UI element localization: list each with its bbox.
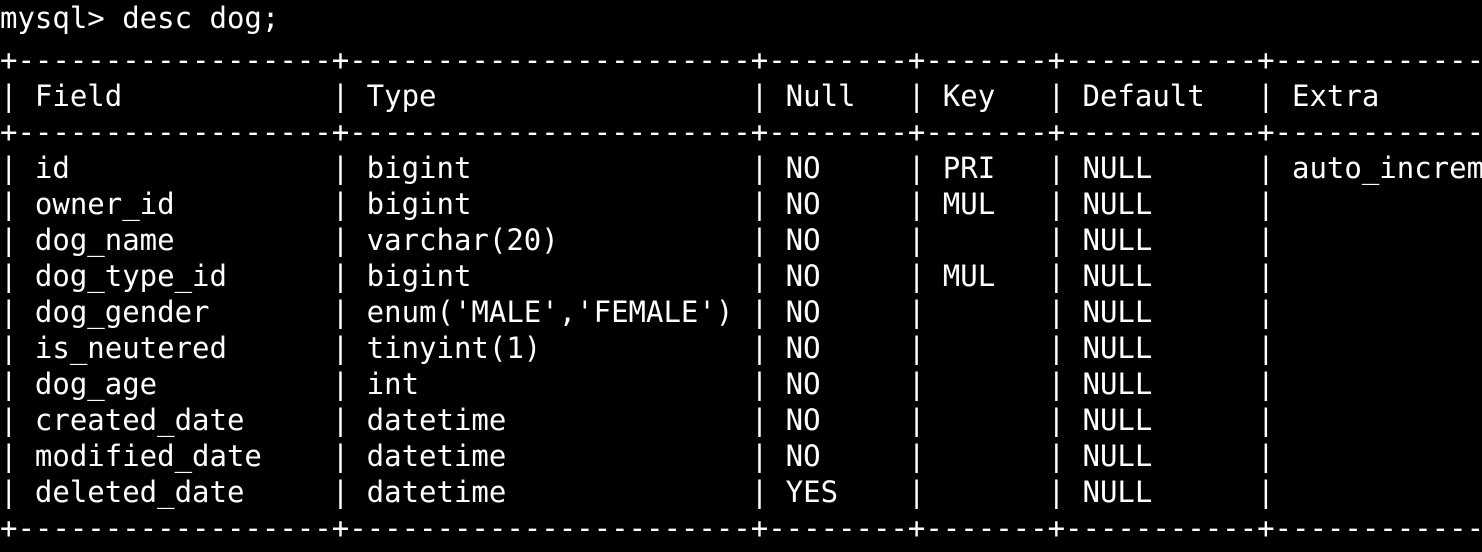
table-row: | dog_name | varchar(20) | NO | | NULL |… (0, 223, 1482, 257)
table-row: | dog_gender | enum('MALE','FEMALE') | N… (0, 295, 1482, 329)
table-header-row: | Field | Type | Null | Key | Default | … (0, 79, 1482, 113)
table-row: | deleted_date | datetime | YES | | NULL… (0, 475, 1482, 509)
table-row: | created_date | datetime | NO | | NULL … (0, 403, 1482, 437)
table-row: | is_neutered | tinyint(1) | NO | | NULL… (0, 331, 1482, 365)
table-row: | dog_type_id | bigint | NO | MUL | NULL… (0, 259, 1482, 293)
table-row: | dog_age | int | NO | | NULL | | (0, 367, 1482, 401)
table-border-bottom: +------------------+--------------------… (0, 511, 1482, 545)
table-border-header-separator: +------------------+--------------------… (0, 115, 1482, 149)
mysql-prompt-line: mysql> desc dog; (0, 1, 280, 35)
table-row: | id | bigint | NO | PRI | NULL | auto_i… (0, 151, 1482, 185)
table-border-top: +------------------+--------------------… (0, 43, 1482, 77)
table-row: | modified_date | datetime | NO | | NULL… (0, 439, 1482, 473)
table-row: | owner_id | bigint | NO | MUL | NULL | … (0, 187, 1482, 221)
